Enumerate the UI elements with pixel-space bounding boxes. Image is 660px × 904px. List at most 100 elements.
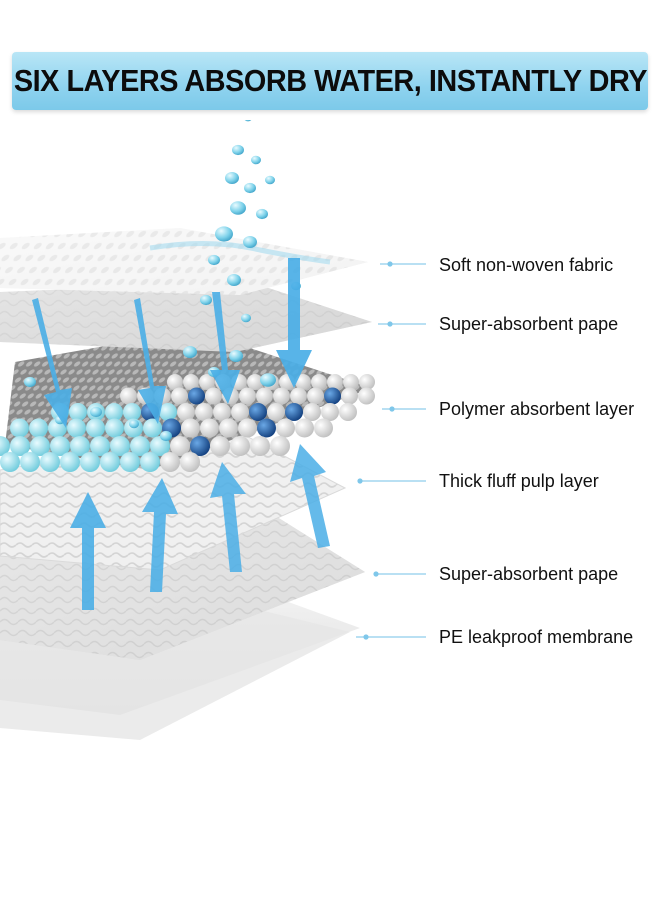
polymer-bead (10, 418, 29, 438)
polymer-bead (303, 403, 321, 421)
label-polymer-absorbent-layer: Polymer absorbent layer (439, 399, 635, 419)
polymer-bead (267, 403, 285, 421)
water-drop (200, 294, 212, 306)
polymer-bead (100, 452, 120, 472)
polymer-bead (321, 403, 339, 421)
polymer-bead (195, 403, 213, 421)
polymer-bead (160, 452, 180, 472)
polymer-bead (159, 403, 177, 421)
polymer-bead (247, 374, 263, 390)
polymer-bead (230, 436, 250, 456)
polymer-bead (40, 452, 60, 472)
water-drop (90, 406, 102, 418)
water-drop (227, 274, 241, 286)
polymer-bead (80, 452, 100, 472)
polymer-bead (0, 452, 20, 472)
arrows-down (32, 258, 312, 428)
polymer-bead (314, 418, 333, 438)
polymer-bead (10, 436, 30, 456)
water-drop (208, 254, 220, 266)
polymer-bead (180, 452, 200, 472)
arrow-up-1 (70, 492, 106, 610)
layer-non-woven-fabric (0, 228, 368, 295)
water-drop (244, 120, 252, 122)
polymer-bead (105, 418, 124, 438)
arrow-up-4 (290, 444, 330, 548)
water-drop (229, 350, 243, 362)
polymer-bead (130, 436, 150, 456)
polymer-bead (213, 403, 231, 421)
arrow-down-3 (210, 292, 240, 404)
polymer-bead (273, 387, 290, 405)
label-fluff-pulp-layer: Thick fluff pulp layer (439, 471, 599, 491)
label-super-absorbent-paper-lower: Super-absorbent pape (439, 564, 619, 584)
polymer-bead (249, 403, 267, 421)
polymer-bead (343, 374, 359, 390)
water-drop (160, 430, 172, 442)
polymer-bead (123, 403, 141, 421)
polymer-bead (177, 403, 195, 421)
polymer-bead (238, 418, 257, 438)
polymer-bead (205, 387, 222, 405)
water-drops (24, 120, 301, 442)
polymer-bead (257, 418, 276, 438)
polymer-bead (200, 418, 219, 438)
polymer-bead (199, 374, 215, 390)
polymer-bead (341, 387, 358, 405)
polymer-bead (0, 436, 10, 456)
arrow-down-1 (32, 298, 72, 428)
layer-super-absorbent-paper-upper (0, 282, 372, 352)
polymer-bead (30, 436, 50, 456)
label-super-absorbent-paper-upper: Super-absorbent pape (439, 314, 619, 334)
polymer-bead (69, 403, 87, 421)
polymer-bead (120, 387, 137, 405)
polymer-bead (181, 418, 200, 438)
title-banner: SIX LAYERS ABSORB WATER, INSTANTLY DRY (12, 52, 648, 110)
polymer-bead (231, 403, 249, 421)
polymer-bead (143, 418, 162, 438)
polymer-bead (120, 452, 140, 472)
water-drop (24, 376, 36, 388)
polymer-bead (86, 418, 105, 438)
polymer-bead (276, 418, 295, 438)
polymer-bead (219, 418, 238, 438)
polymer-bead (256, 387, 273, 405)
water-drop (129, 419, 139, 429)
polymer-bead (339, 403, 357, 421)
polymer-bead (295, 418, 314, 438)
layer-polymer-beads (0, 330, 375, 472)
water-drop (265, 175, 275, 185)
arrow-down-4 (276, 258, 312, 388)
arrow-up-2 (142, 478, 178, 592)
polymer-bead (67, 418, 86, 438)
polymer-bead (359, 374, 375, 390)
polymer-bead (358, 387, 375, 405)
polymer-bead (295, 374, 311, 390)
polymer-bead (170, 436, 190, 456)
water-drop (215, 226, 233, 242)
label-pe-membrane: PE leakproof membrane (439, 627, 634, 647)
polymer-bead (270, 436, 290, 456)
polymer-bead (140, 452, 160, 472)
polymer-bead (60, 452, 80, 472)
polymer-bead (105, 403, 123, 421)
banner-title: SIX LAYERS ABSORB WATER, INSTANTLY DRY (13, 63, 647, 98)
water-drop (244, 182, 256, 194)
water-drop (256, 208, 268, 220)
polymer-bead (50, 436, 70, 456)
water-drop (183, 346, 197, 358)
polymer-bead (29, 418, 48, 438)
label-non-woven-fabric: Soft non-woven fabric (439, 255, 614, 275)
polymer-bead (20, 452, 40, 472)
arrows-up (70, 444, 330, 610)
polymer-bead (90, 436, 110, 456)
polymer-bead (167, 374, 183, 390)
polymer-bead (239, 387, 256, 405)
polymer-bead (110, 436, 130, 456)
water-drop (230, 201, 246, 215)
polymer-bead (285, 403, 303, 421)
polymer-bead (190, 436, 210, 456)
water-drop (225, 172, 239, 184)
polymer-bead (307, 387, 324, 405)
polymer-bead (324, 387, 341, 405)
